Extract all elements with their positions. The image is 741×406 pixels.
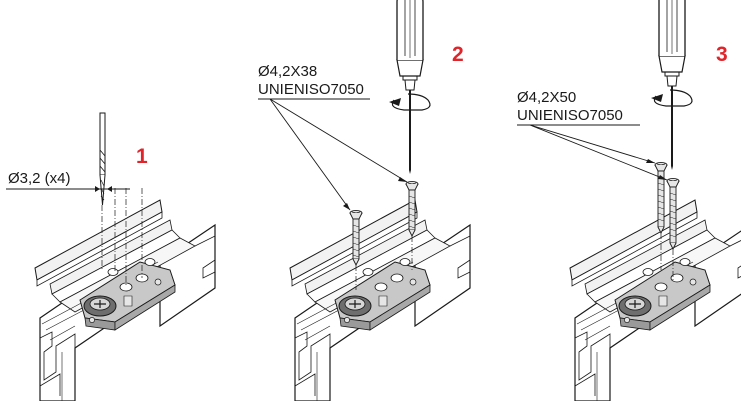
screw-axes-2 <box>355 236 413 290</box>
screw-standard-label-2: UNIENISO7050 <box>258 81 364 98</box>
panel-1 <box>6 112 216 402</box>
step-number-1: 1 <box>136 145 148 168</box>
leader-lines-2 <box>258 98 408 211</box>
step-number-2: 2 <box>452 43 464 66</box>
profile-drawing-3 <box>569 199 741 402</box>
profile-drawing-1 <box>34 199 216 402</box>
drill-axes <box>101 188 143 286</box>
profile-drawing-2 <box>289 199 471 402</box>
screw-axes-3 <box>660 233 674 280</box>
dimension-arrow-right <box>107 186 112 192</box>
dimension-arrow-left <box>95 186 100 192</box>
leader-lines-3 <box>517 124 668 181</box>
panel-3 <box>517 0 741 402</box>
leader-arrow-3b <box>658 175 667 180</box>
screwdriver-3 <box>650 0 693 171</box>
leader-arrow-3a <box>646 159 655 163</box>
screw-standard-label-3: UNIENISO7050 <box>517 107 623 124</box>
screwdriver-2 <box>388 0 431 175</box>
screw-size-label-3: Ø4,2X50 <box>517 89 577 106</box>
leader-arrow-2a <box>343 203 350 210</box>
step-number-3: 3 <box>716 43 728 66</box>
drill-size-label: Ø3,2 (x4) <box>8 170 71 187</box>
leader-arrow-2b <box>398 177 407 182</box>
screw-size-label-2: Ø4,2X38 <box>258 63 318 80</box>
panel-2 <box>258 0 471 402</box>
drill-bit <box>99 112 106 206</box>
